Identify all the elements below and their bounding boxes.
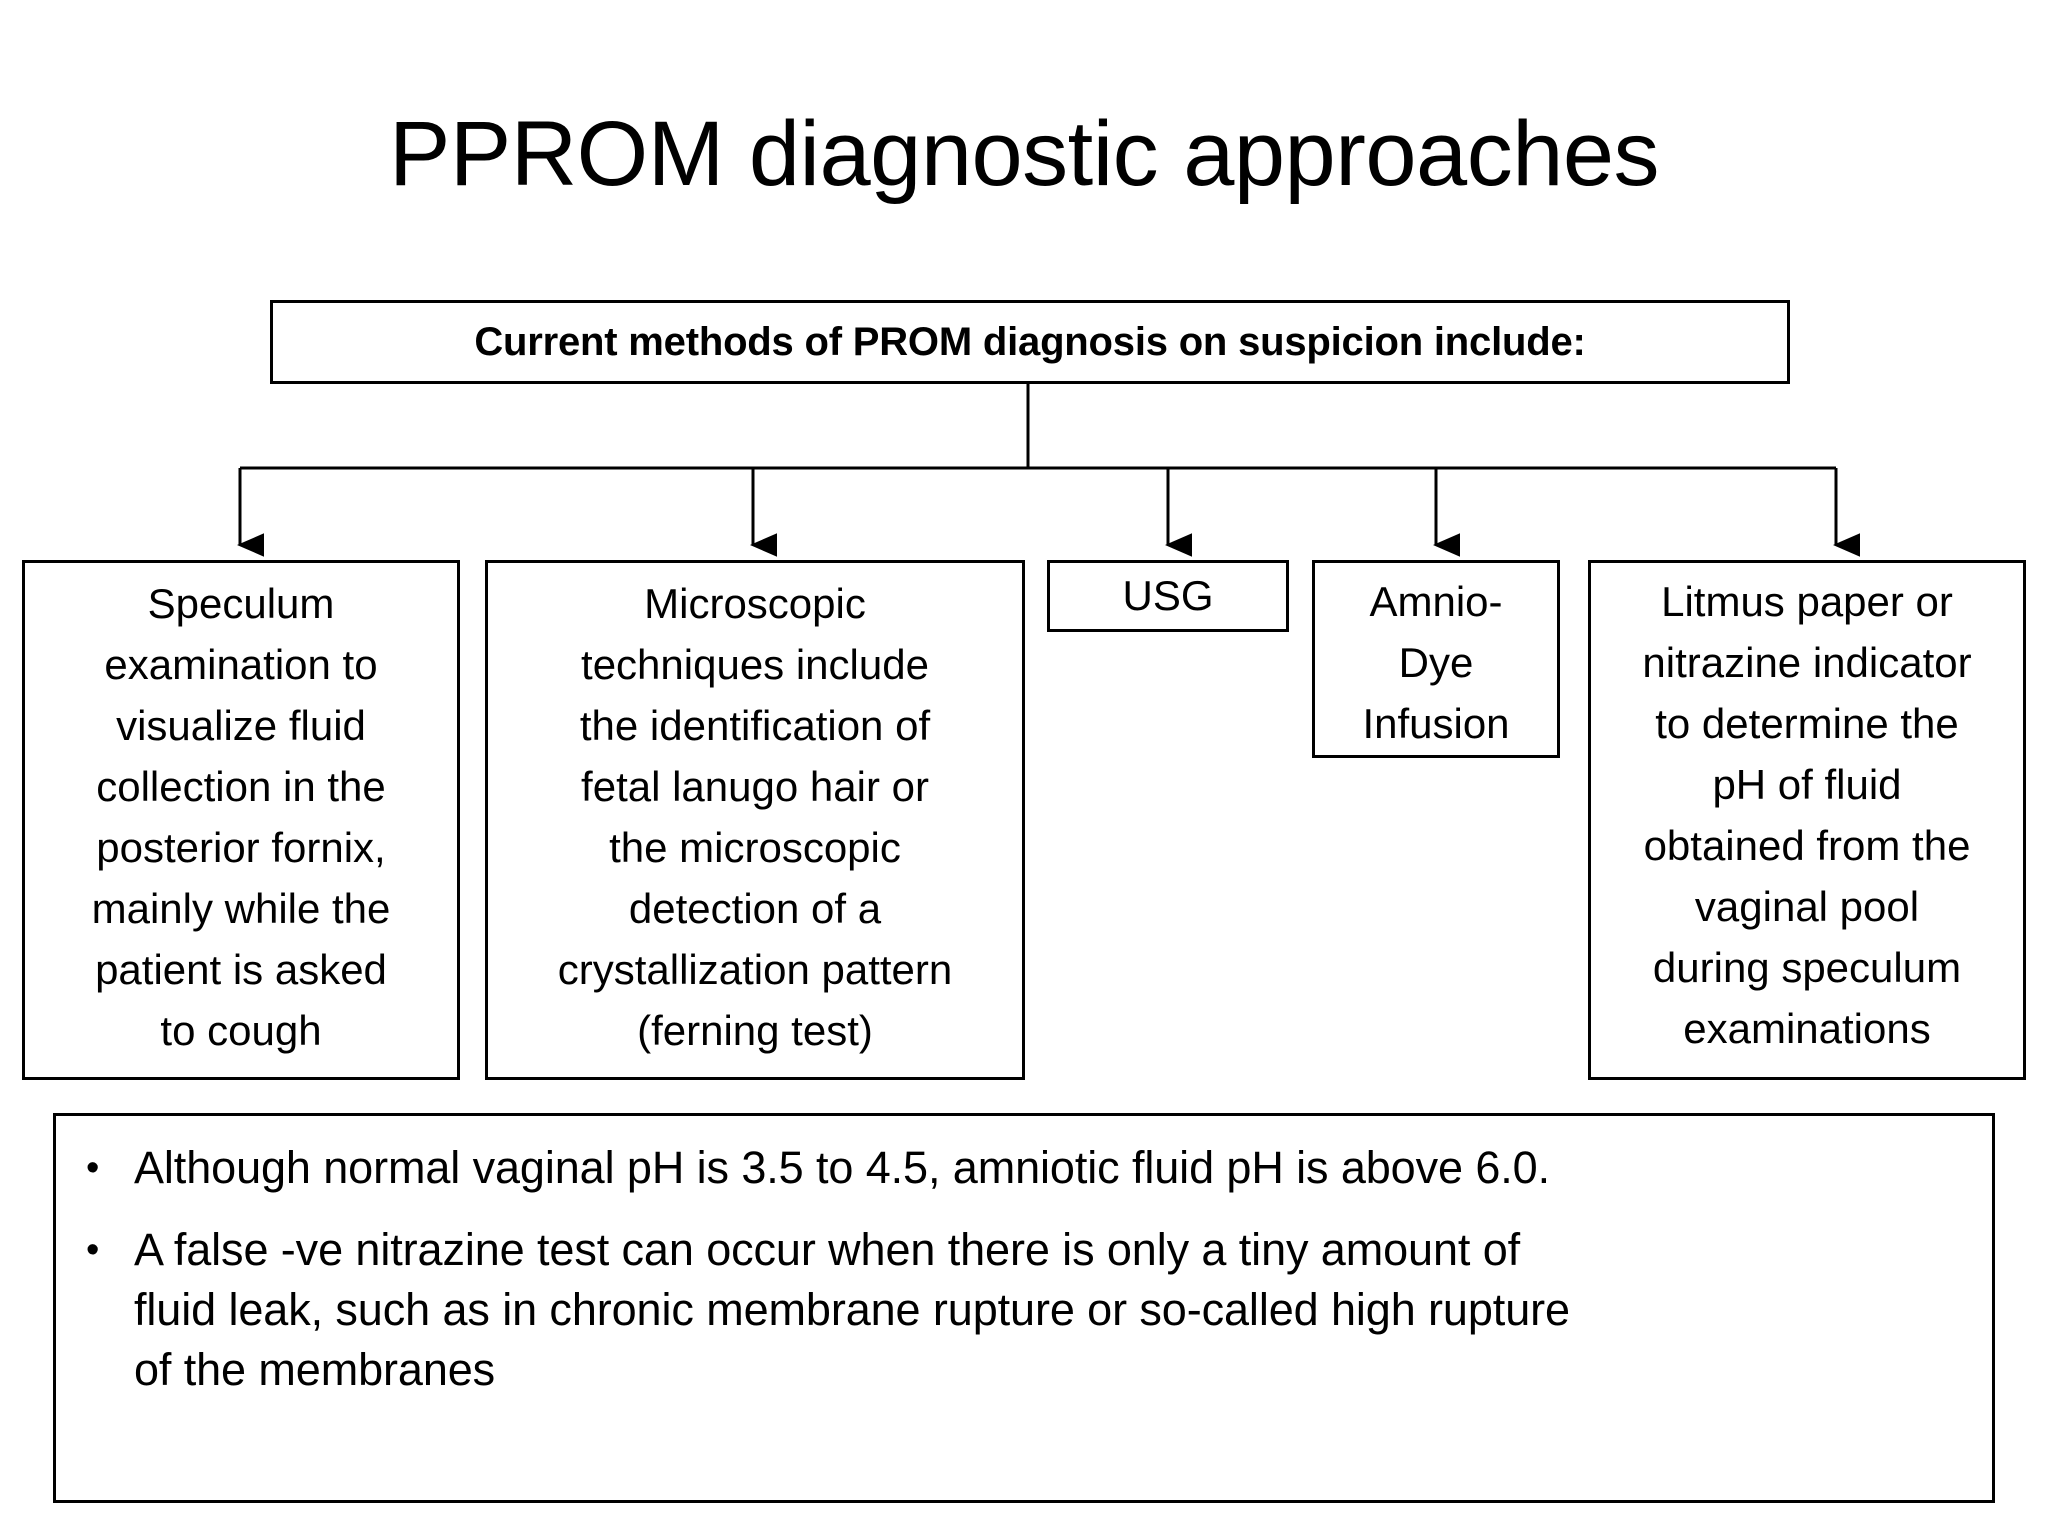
node-microscopic-techniques: Microscopic techniques include the ident… — [485, 560, 1025, 1080]
root-node-label: Current methods of PROM diagnosis on sus… — [474, 320, 1586, 364]
node-speculum-examination: Speculum examination to visualize fluid … — [22, 560, 460, 1080]
node-speculum-label: Speculum examination to visualize fluid … — [91, 580, 391, 1054]
root-node-header: Current methods of PROM diagnosis on sus… — [270, 300, 1790, 384]
notes-panel: • Although normal vaginal pH is 3.5 to 4… — [53, 1113, 1995, 1503]
node-amnio-dye-infusion: Amnio- Dye Infusion — [1312, 560, 1560, 758]
list-item: • Although normal vaginal pH is 3.5 to 4… — [86, 1138, 1962, 1198]
node-litmus-label: Litmus paper or nitrazine indicator to d… — [1642, 578, 1972, 1052]
node-microscopic-label: Microscopic techniques include the ident… — [557, 580, 953, 1054]
bullet-icon: • — [86, 1147, 100, 1189]
bullet-icon: • — [86, 1229, 100, 1271]
list-item: • A false -ve nitrazine test can occur w… — [86, 1220, 1962, 1400]
node-usg: USG — [1047, 560, 1289, 632]
page-title: PPROM diagnostic approaches — [388, 103, 1660, 205]
list-item-text: Although normal vaginal pH is 3.5 to 4.5… — [134, 1142, 1551, 1193]
list-item-text: A false -ve nitrazine test can occur whe… — [134, 1224, 1570, 1395]
node-amnio-label: Amnio- Dye Infusion — [1362, 578, 1510, 747]
node-usg-label: USG — [1122, 572, 1214, 619]
node-litmus-paper: Litmus paper or nitrazine indicator to d… — [1588, 560, 2026, 1080]
